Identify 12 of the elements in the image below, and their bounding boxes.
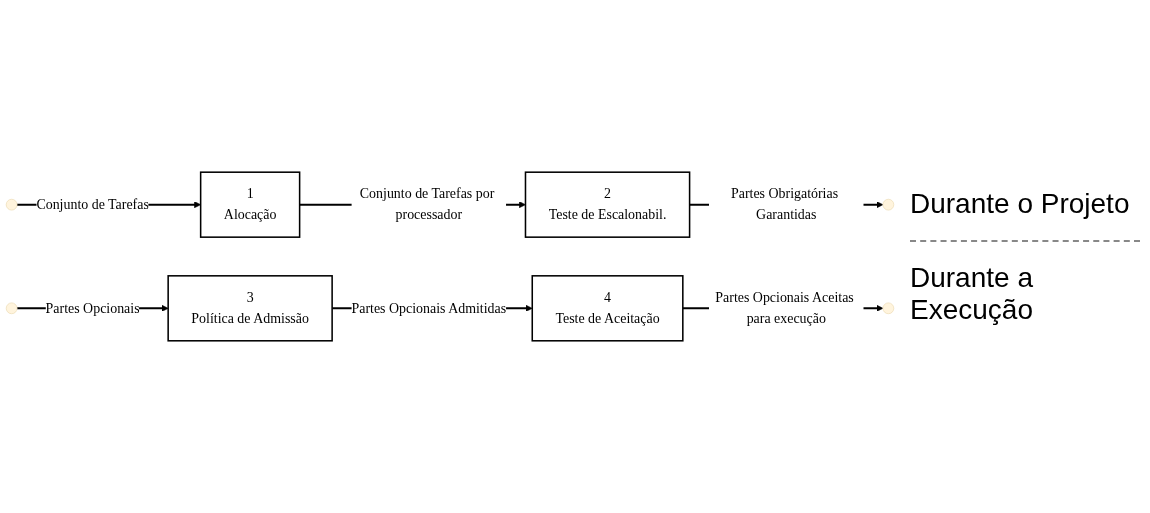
node-box: 2 Teste de Escalonabil.	[524, 171, 691, 238]
edge-label: Partes Opcionais Admitidas	[351, 300, 507, 316]
edge-label: Partes Obrigatórias Garantidas	[730, 186, 839, 223]
node-box: 4 Teste de Aceitação	[531, 275, 684, 342]
phase-label: Durante o Projeto	[909, 186, 1131, 221]
node-box: 1 Alocação	[199, 171, 301, 238]
edge-label: Partes Opcionais	[45, 300, 140, 316]
edge-label: Conjunto de Tarefas	[36, 196, 149, 213]
node-box: 3 Política de Admissão	[167, 275, 333, 342]
edge-label: Partes Opcionais Aceitas para execução	[715, 289, 854, 327]
phase-label: Durante a Execução	[909, 260, 1034, 327]
edge-label: Conjunto de Tarefas por processador	[359, 186, 495, 223]
